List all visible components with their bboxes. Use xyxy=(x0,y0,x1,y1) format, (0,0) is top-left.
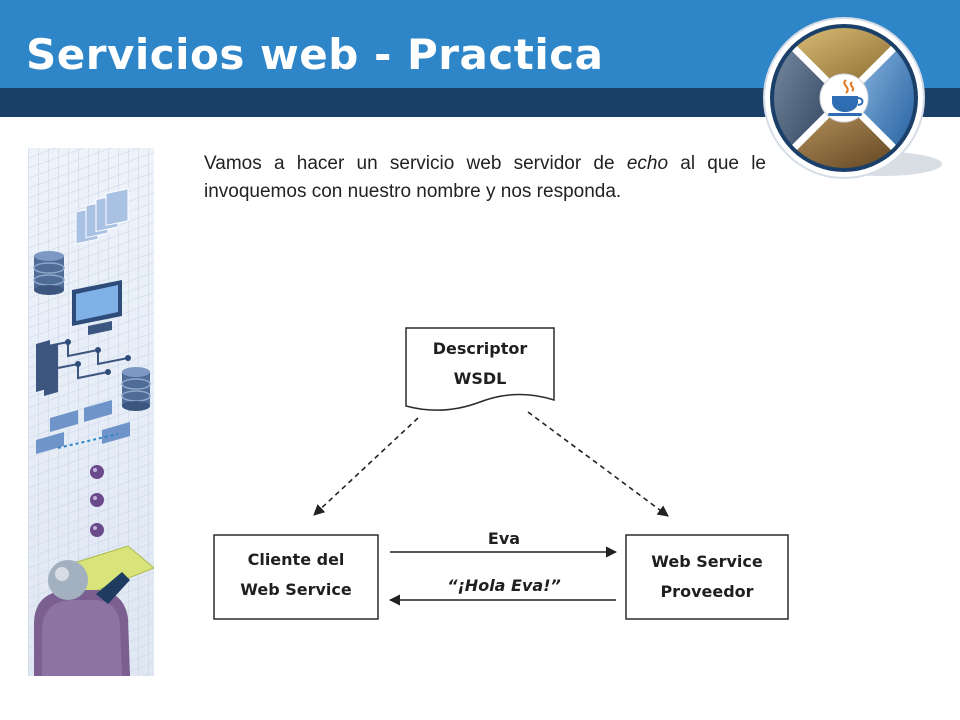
java-logo-badge xyxy=(763,17,942,179)
wsdl-to-provider-arrow xyxy=(527,411,669,517)
response-label: “¡Hola Eva!” xyxy=(447,576,561,595)
intro-text-end: al que le invoquemos con nuestro nombre … xyxy=(204,153,766,202)
diagram-shapes xyxy=(213,327,789,620)
client-box-shape xyxy=(213,534,379,620)
intro-text-start: Vamos a hacer un servicio web servidor d… xyxy=(204,153,627,174)
bullet-dots xyxy=(90,465,104,537)
wsdl-to-client-arrow xyxy=(313,417,419,516)
request-label: Eva xyxy=(487,529,521,548)
descriptor-document-shape xyxy=(405,327,555,411)
java-cup-icon xyxy=(828,79,864,116)
client-line-1: Cliente del xyxy=(247,550,345,569)
provider-line-1: Web Service xyxy=(651,552,763,571)
slide-title: Servicios web - Practica xyxy=(26,30,604,79)
descriptor-line-1: Descriptor xyxy=(432,339,528,358)
client-line-2: Web Service xyxy=(240,580,352,599)
descriptor-label: Descriptor WSDL xyxy=(395,334,565,394)
intro-emphasis: echo xyxy=(626,153,669,174)
wsdl-diagram: Descriptor WSDL Cliente del Web Service … xyxy=(206,320,796,630)
provider-line-2: Proveedor xyxy=(660,582,754,601)
network-collage-icon xyxy=(28,148,154,676)
client-label: Cliente del Web Service xyxy=(211,545,381,605)
descriptor-line-2: WSDL xyxy=(453,369,507,388)
provider-box-shape xyxy=(625,534,789,620)
intro-paragraph: Vamos a hacer un servicio web servidor d… xyxy=(204,150,766,206)
provider-label: Web Service Proveedor xyxy=(622,547,792,607)
